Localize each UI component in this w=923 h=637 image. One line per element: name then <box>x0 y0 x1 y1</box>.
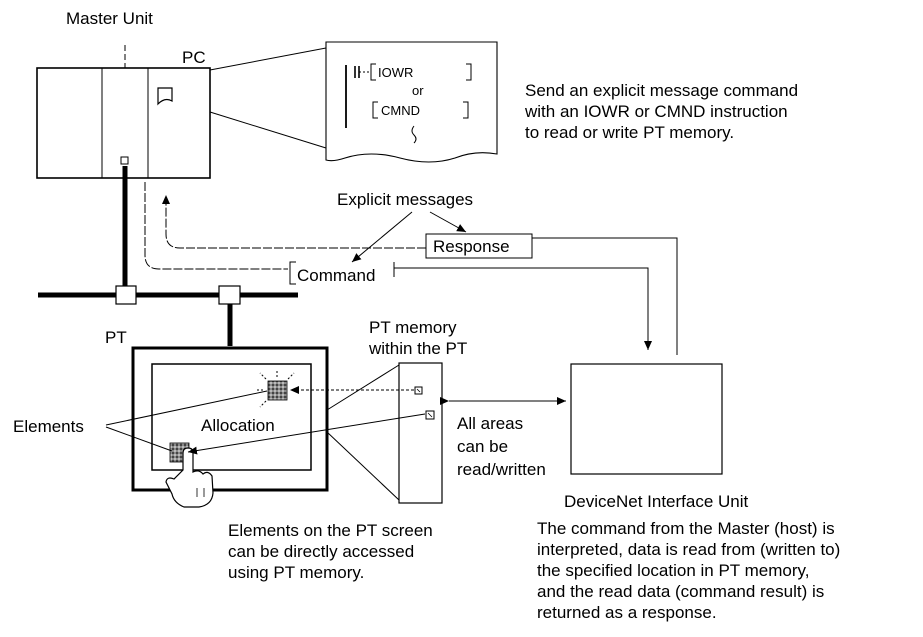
pt-memory-label-2: within the PT <box>369 339 468 358</box>
devicenet-description: The command from the Master (host) is in… <box>537 519 841 622</box>
elements-access-note: Elements on the PT screen can be directl… <box>228 521 433 582</box>
pt-memory-label-1: PT memory <box>369 318 457 337</box>
pt-terminal <box>131 346 329 508</box>
allocation-label: Allocation <box>201 416 275 435</box>
devicenet-interface-unit <box>440 363 723 475</box>
ladder-cmnd: CMND <box>381 103 420 118</box>
response-label: Response <box>433 237 510 256</box>
all-areas-label-2: can be <box>457 437 509 456</box>
all-areas-label-3: read/written <box>457 460 546 479</box>
elements-pointers <box>105 390 268 452</box>
message-flow <box>144 182 678 355</box>
command-label: Command <box>297 266 376 285</box>
elements-label: Elements <box>13 417 84 436</box>
pt-label: PT <box>105 328 127 347</box>
pc-label: PC <box>182 48 206 67</box>
master-unit-label: Master Unit <box>66 9 153 28</box>
devicenet-unit-label: DeviceNet Interface Unit <box>564 492 749 511</box>
explicit-messages-label: Explicit messages <box>337 190 474 209</box>
ladder-iowr: IOWR <box>378 65 414 80</box>
send-command-note: Send an explicit message command with an… <box>525 81 799 142</box>
ladder-callout <box>325 41 498 163</box>
all-areas-label-1: All areas <box>457 414 524 433</box>
pt-memory-block <box>187 362 443 504</box>
ladder-or: or <box>412 83 424 98</box>
devicenet-network <box>38 166 298 346</box>
